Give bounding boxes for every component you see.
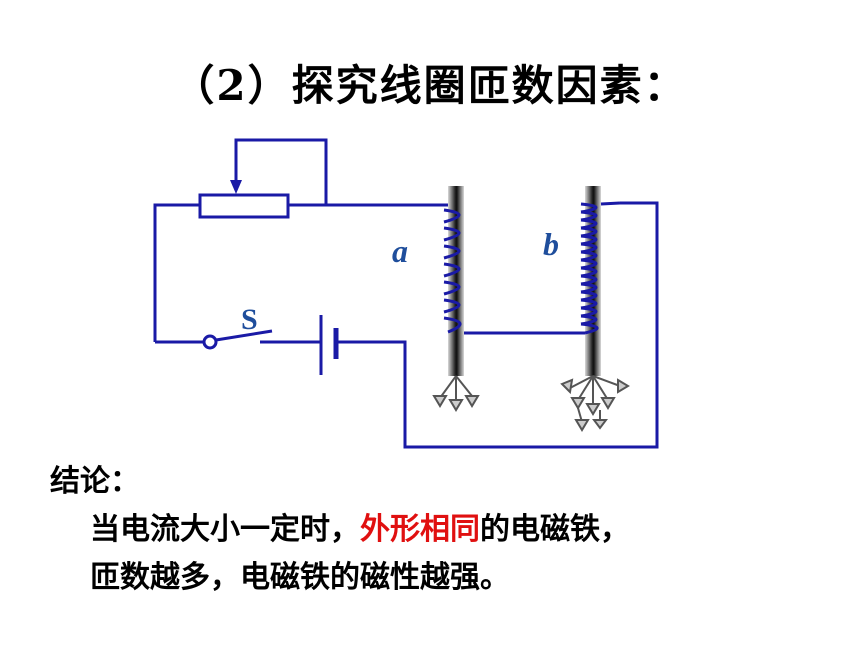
conclusion-highlight: 外形相同 (360, 512, 480, 547)
tacks-under-a (432, 375, 480, 412)
coil-b (580, 202, 599, 335)
coil-a-label: a (392, 233, 408, 269)
conclusion-line-2: 匝数越多，电磁铁的磁性越强。 (90, 560, 510, 595)
rheostat (198, 193, 290, 219)
conclusion-label: 结论： (50, 464, 140, 499)
page-title: （2）探究线圈匝数因素： (172, 61, 688, 110)
iron-core-a (448, 186, 464, 376)
coil-a (443, 208, 462, 334)
rheostat-slider-arrow (230, 180, 242, 194)
coil-b-label: b (543, 226, 559, 262)
conclusion-line-1-before: 当电流大小一定时， (90, 512, 360, 547)
switch-label: S (241, 303, 258, 336)
conclusion-line-1-after: 的电磁铁， (480, 512, 630, 547)
conclusion-line-1: 当电流大小一定时，外形相同的电磁铁， (90, 504, 630, 548)
switch-terminal (202, 334, 218, 350)
circuit-wires (153, 138, 659, 449)
tacks-under-b (560, 375, 630, 432)
